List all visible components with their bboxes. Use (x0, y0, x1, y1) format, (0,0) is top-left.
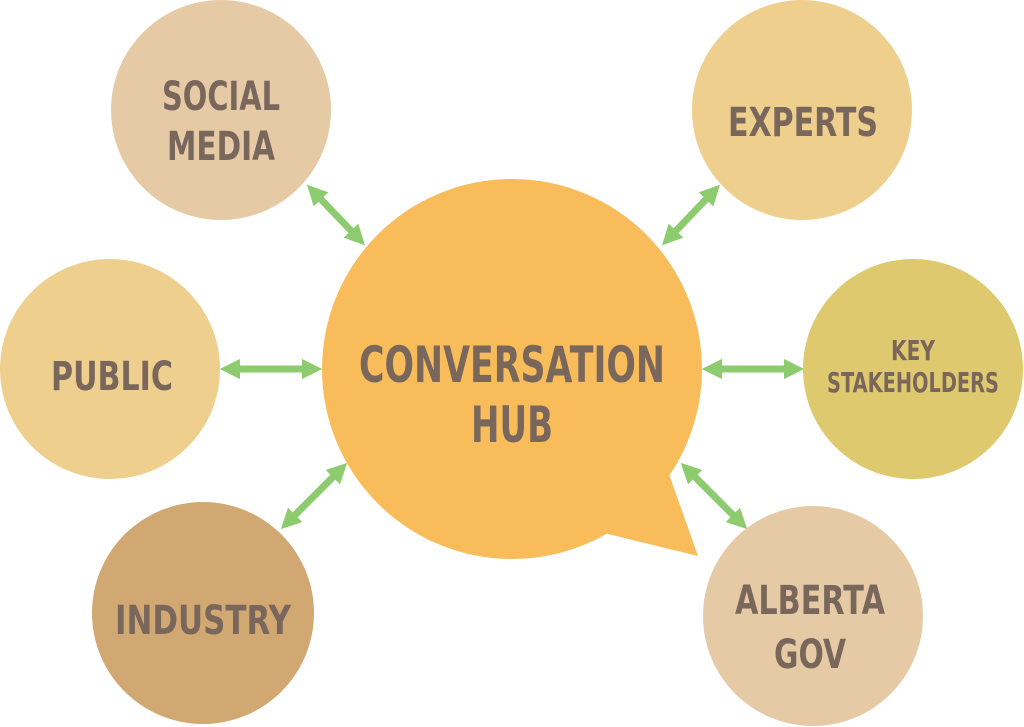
node-circle (0, 259, 220, 479)
node-label-line1: EXPERTS (728, 100, 878, 146)
connectors (219, 184, 805, 530)
node-experts: EXPERTS (692, 0, 912, 220)
node-label-line2: GOV (774, 632, 846, 678)
node-label-line1: KEY (891, 334, 936, 367)
hub-label-line1: CONVERSATION (359, 336, 665, 394)
node-circle (703, 506, 923, 726)
arrow-industry (280, 462, 348, 530)
arrow-alberta-gov (680, 462, 748, 530)
node-circle (111, 0, 331, 220)
hub-bubble: CONVERSATION HUB (322, 179, 702, 559)
node-label-line2: MEDIA (167, 124, 275, 170)
node-label-line1: ALBERTA (735, 578, 885, 624)
hub-circle (322, 179, 702, 559)
node-label-line1: PUBLIC (51, 354, 173, 400)
node-label-line1: INDUSTRY (115, 598, 292, 644)
node-label-line2: STAKEHOLDERS (827, 366, 999, 399)
arrow-social-media (306, 184, 366, 246)
node-circle (803, 259, 1023, 479)
node-label-line1: SOCIAL (162, 74, 280, 120)
node-key-stakeholders: KEY STAKEHOLDERS (803, 259, 1023, 479)
node-industry: INDUSTRY (92, 502, 314, 724)
node-public: PUBLIC (0, 259, 220, 479)
node-social-media: SOCIAL MEDIA (111, 0, 331, 220)
hub-label-line2: HUB (471, 396, 553, 454)
node-alberta-gov: ALBERTA GOV (703, 506, 923, 726)
hub-bubble-tail (600, 460, 698, 556)
node-circle (692, 0, 912, 220)
node-circle (92, 502, 314, 724)
arrow-experts (661, 184, 721, 246)
